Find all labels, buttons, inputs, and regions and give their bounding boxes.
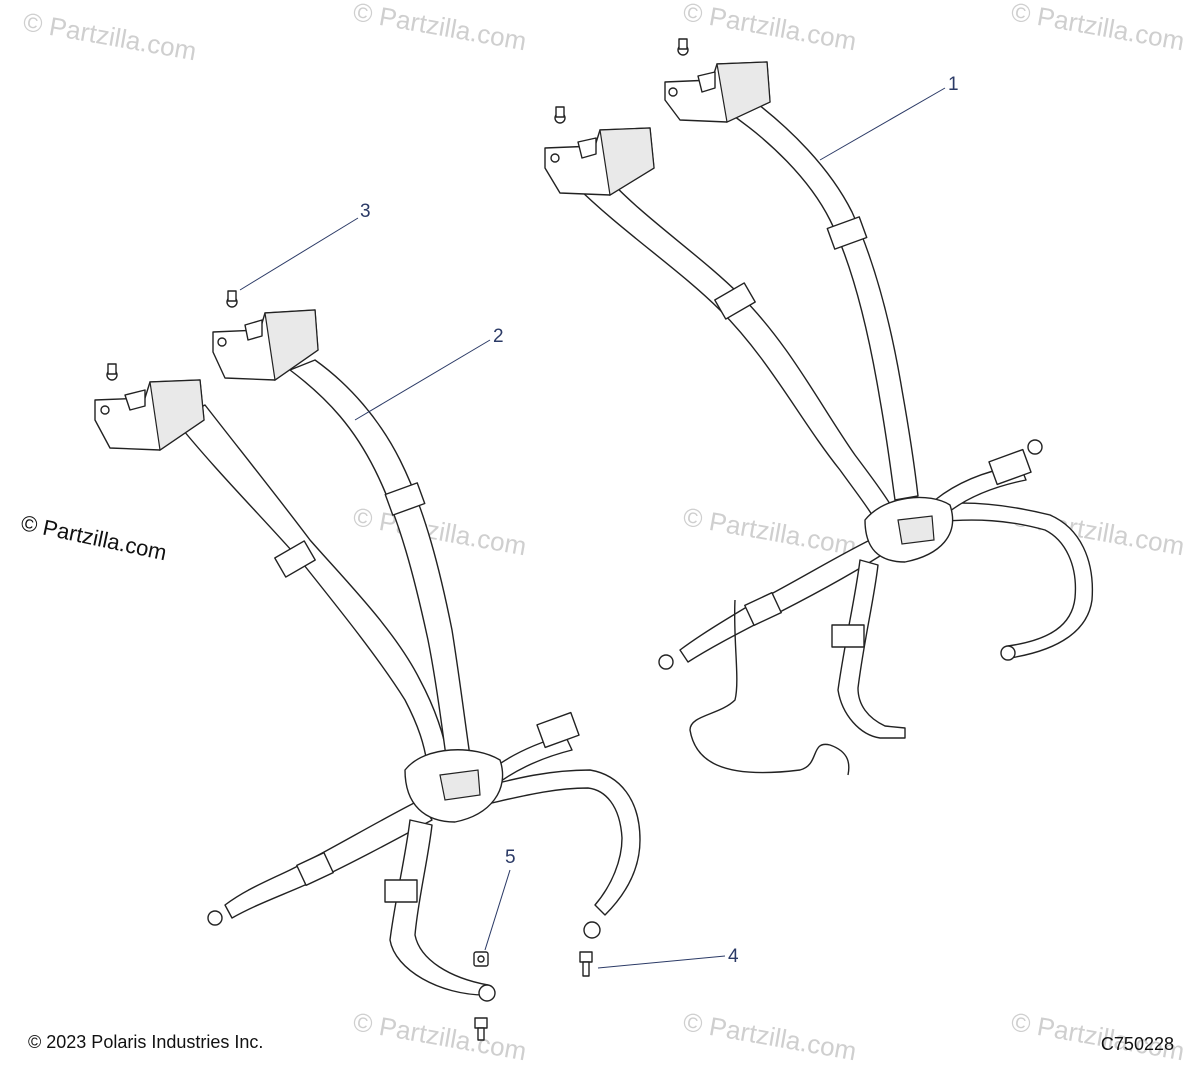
- watermark: © Partzilla.com: [1009, 0, 1187, 56]
- leader-line: [239, 217, 359, 291]
- watermark: © Partzilla.com: [21, 6, 199, 66]
- watermark: © Partzilla.com: [351, 501, 529, 561]
- strap-adjuster: [831, 624, 865, 648]
- crotch-strap: [389, 819, 489, 996]
- strap-adjuster: [296, 851, 334, 887]
- nut: [473, 951, 489, 967]
- strap-adjuster: [988, 448, 1032, 486]
- retractor-housing-left: [94, 363, 205, 452]
- callout-5: 5: [505, 847, 516, 868]
- lap-belt-left: [224, 799, 433, 919]
- end-fitting: [658, 654, 674, 670]
- end-fitting: [1027, 439, 1043, 455]
- watermark: © Partzilla.com: [1009, 501, 1187, 561]
- diagram-code: C750228: [1100, 1034, 1174, 1054]
- strap-adjuster: [274, 540, 316, 578]
- end-fitting: [1000, 645, 1016, 661]
- watermark: © Partzilla.com: [681, 1006, 859, 1066]
- seat-belt-harness-left: [94, 290, 641, 1002]
- strap-adjuster: [384, 482, 426, 516]
- strap-adjuster: [714, 282, 756, 320]
- crotch-strap: [837, 559, 906, 739]
- retractor-housing-right: [664, 38, 771, 123]
- seat-belt-harness-right: [544, 38, 1094, 776]
- watermark: © Partzilla.com: [351, 1006, 529, 1066]
- shoulder-strap-right: [724, 97, 919, 501]
- buckle-release: [897, 515, 935, 545]
- buckle-release: [439, 769, 481, 801]
- retractor-housing-right: [212, 290, 319, 382]
- callout-4: 4: [728, 946, 739, 967]
- end-fitting: [478, 984, 496, 1002]
- loose-hardware: [473, 951, 593, 1041]
- strap-adjuster: [744, 591, 782, 627]
- lap-belt-left: [679, 539, 881, 663]
- callout-1: 1: [948, 74, 959, 95]
- leader-line: [819, 87, 946, 161]
- watermark: © Partzilla.com: [351, 0, 529, 56]
- strap-adjuster: [384, 879, 418, 903]
- leader-line: [484, 869, 511, 951]
- watermark: © Partzilla.com: [681, 0, 859, 56]
- retractor-housing-left: [544, 106, 655, 196]
- watermark: © Partzilla.com: [681, 501, 859, 561]
- sensor-wire: [689, 599, 850, 776]
- bolt: [474, 1017, 488, 1041]
- end-fitting: [583, 921, 601, 939]
- strap-adjuster: [536, 711, 580, 749]
- shoulder-strap-left: [174, 404, 451, 771]
- leader-line: [354, 339, 491, 421]
- strap-adjuster: [826, 216, 868, 250]
- callout-2: 2: [493, 326, 504, 347]
- footer-copyright: © 2023 Polaris Industries Inc.: [28, 1032, 264, 1052]
- leader-line: [597, 955, 726, 969]
- bolt: [579, 951, 593, 977]
- callout-3: 3: [360, 201, 371, 222]
- end-fitting: [207, 910, 223, 926]
- callouts: 1 2 3 4 5: [239, 74, 959, 969]
- lap-belt-right: [469, 769, 641, 916]
